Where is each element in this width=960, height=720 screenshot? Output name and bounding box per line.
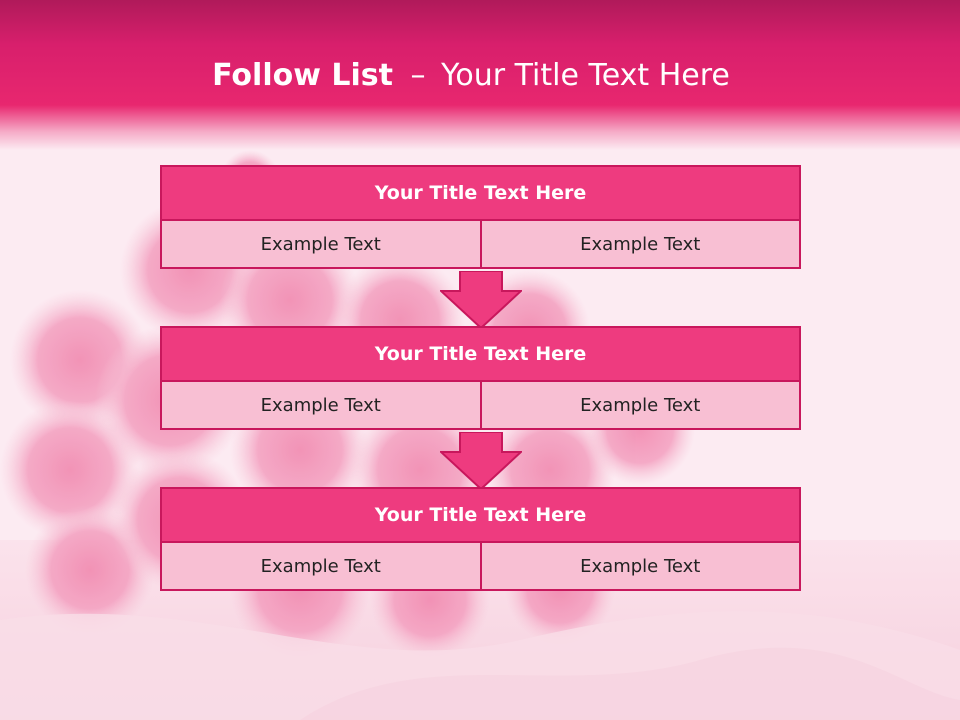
block-cell-left: Example Text	[160, 541, 482, 591]
list-block-3: Your Title Text Here Example Text Exampl…	[160, 487, 801, 591]
block-row: Example Text Example Text	[160, 219, 801, 269]
block-cell-left: Example Text	[160, 219, 482, 269]
slide-title: Follow List – Your Title Text Here	[0, 56, 942, 96]
block-cell-right: Example Text	[479, 380, 801, 430]
block-row: Example Text Example Text	[160, 541, 801, 591]
block-cell-right: Example Text	[479, 541, 801, 591]
down-arrow-icon	[440, 432, 522, 490]
title-rest: Your Title Text Here	[441, 58, 730, 93]
block-row: Example Text Example Text	[160, 380, 801, 430]
block-title: Your Title Text Here	[160, 165, 801, 221]
block-cell-left: Example Text	[160, 380, 482, 430]
title-bold: Follow List	[212, 58, 393, 93]
header-bar	[0, 0, 960, 150]
down-arrow-icon	[440, 271, 522, 329]
block-title: Your Title Text Here	[160, 326, 801, 382]
block-title: Your Title Text Here	[160, 487, 801, 543]
title-separator: –	[410, 58, 426, 93]
block-cell-right: Example Text	[479, 219, 801, 269]
list-block-1: Your Title Text Here Example Text Exampl…	[160, 165, 801, 269]
list-block-2: Your Title Text Here Example Text Exampl…	[160, 326, 801, 430]
